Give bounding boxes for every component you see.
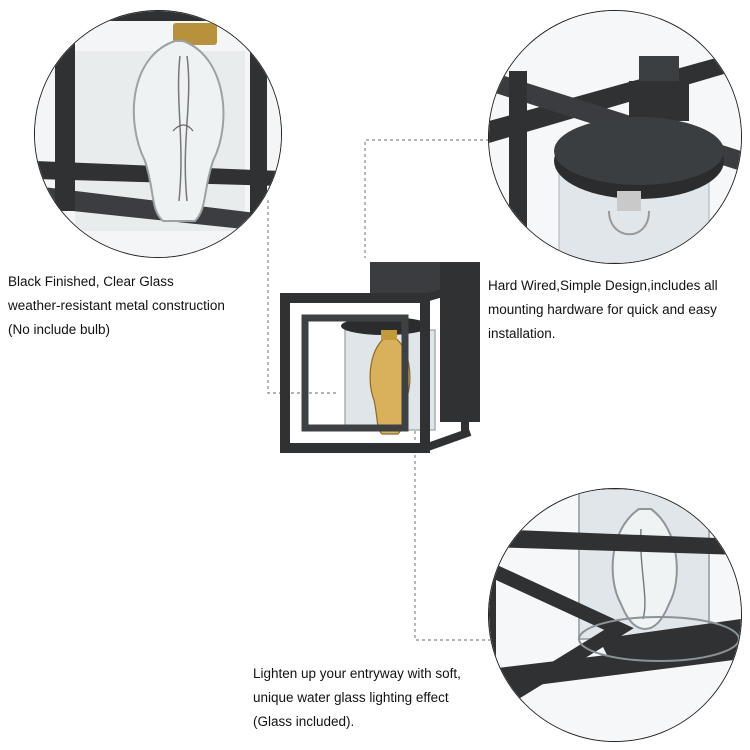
caption-installation-line3: installation.	[488, 326, 556, 341]
leader-line-top-left	[267, 200, 338, 394]
lamp-bulb	[369, 335, 411, 435]
caption-finish-line1: Black Finished, Clear Glass	[8, 274, 174, 289]
detail-circle-bulb	[34, 10, 282, 258]
bulb-closeup-image	[35, 11, 281, 257]
detail-circle-mounting	[488, 10, 742, 264]
caption-installation-line1: Hard Wired,Simple Design,includes all	[488, 278, 718, 293]
caption-finish-line3: (No include bulb)	[8, 322, 111, 337]
caption-finish-line2: weather-resistant metal construction	[8, 298, 225, 313]
caption-installation-line2: mounting hardware for quick and easy	[488, 302, 717, 317]
caption-lighting-effect: Lighten up your entryway with soft, uniq…	[253, 662, 461, 734]
caption-lighting-line1: Lighten up your entryway with soft,	[253, 666, 461, 681]
caption-lighting-line2: unique water glass lighting effect	[253, 690, 449, 705]
lantern-frame	[280, 293, 430, 453]
leader-line-top-right	[364, 139, 495, 258]
caption-finish: Black Finished, Clear Glass weather-resi…	[8, 270, 225, 342]
mounting-closeup-image	[489, 11, 741, 263]
caption-installation: Hard Wired,Simple Design,includes all mo…	[488, 274, 718, 346]
leader-line-bottom	[414, 395, 490, 641]
detail-circle-glass	[488, 488, 742, 742]
caption-lighting-line3: (Glass included).	[253, 714, 355, 729]
glass-closeup-image	[489, 489, 741, 741]
